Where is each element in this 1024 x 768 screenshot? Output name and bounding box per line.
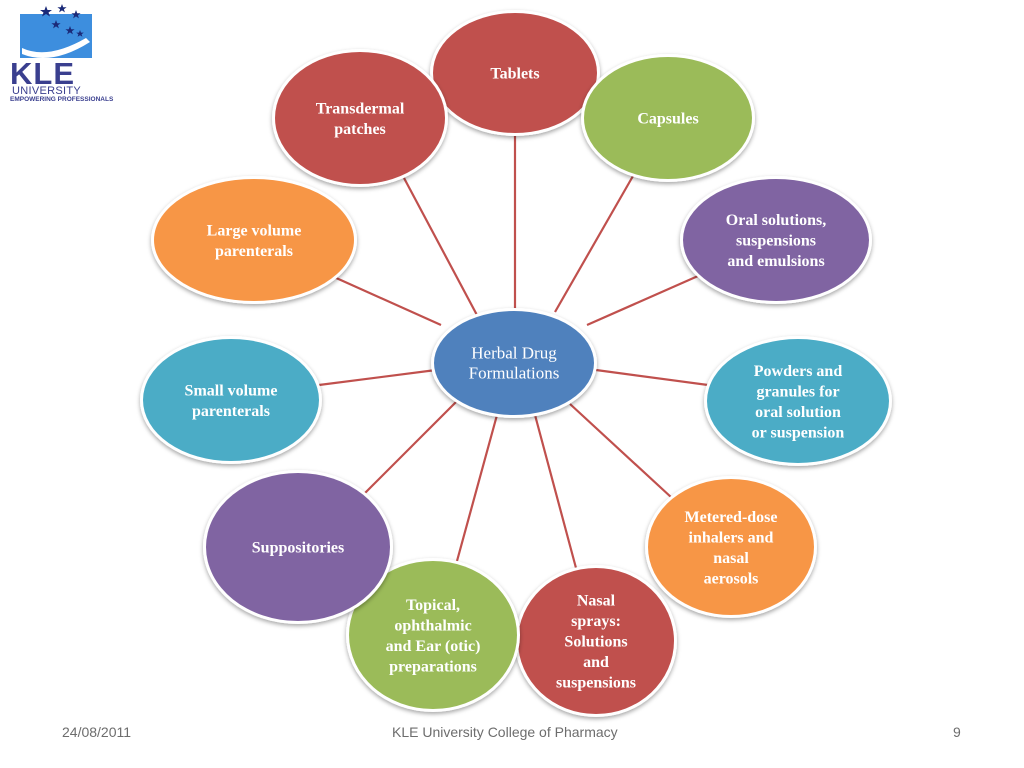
powders-ellipse — [707, 339, 889, 463]
node-topical: Topical, ophthalmic and Ear (otic) preparat… — [346, 558, 520, 712]
topical-label-line: preparations — [389, 658, 477, 675]
nasal-sprays-label-line: and — [583, 654, 609, 671]
page-number: 9 — [953, 724, 961, 740]
oral-solutions-label-line: and emulsions — [727, 253, 824, 270]
topical-label-line: ophthalmic — [394, 617, 471, 634]
capsules-ellipse — [584, 57, 752, 179]
capsules-label-line: Capsules — [637, 111, 698, 128]
oral-solutions-label-line: Oral solutions, — [726, 212, 826, 229]
powders-label-line: or suspension — [752, 424, 845, 441]
node-small-volume: Small volume parenterals — [140, 336, 322, 464]
footer-date: 24/08/2011 — [62, 724, 132, 740]
connector-capsules — [554, 175, 634, 313]
node-powders: Powders and granules for oral solution or s… — [704, 336, 892, 466]
inhalers-label-line: aerosols — [704, 570, 759, 587]
center-label-line: Formulations — [469, 364, 560, 383]
node-large-volume: Large volume parenterals — [151, 176, 357, 304]
footer-organization: KLE University College of Pharmacy — [392, 724, 618, 740]
center-ellipse — [434, 311, 594, 415]
connector-powders — [595, 368, 709, 387]
nasal-sprays-label-line: suspensions — [556, 675, 636, 692]
connector-nasal-sprays — [533, 414, 578, 569]
oral-solutions-label-line: suspensions — [736, 233, 816, 250]
node-inhalers: Metered-dose inhalers and nasal aerosols — [645, 476, 817, 618]
inhalers-label-line: Metered-dose — [685, 509, 778, 526]
inhalers-label-line: inhalers and — [689, 529, 774, 546]
logo-name: KLE — [10, 56, 75, 91]
small-volume-ellipse — [143, 339, 319, 461]
powders-label-line: granules for — [756, 383, 839, 400]
powders-label-line: oral solution — [755, 404, 841, 421]
transdermal-label-line: Transdermal — [316, 100, 405, 117]
connectors — [318, 133, 709, 569]
node-tablets: Tablets — [430, 10, 600, 136]
tablets-label-line: Tablets — [490, 66, 539, 83]
inhalers-label-line: nasal — [713, 550, 749, 567]
connector-large-volume — [333, 275, 442, 327]
nasal-sprays-label-line: sprays: — [571, 613, 621, 630]
node-transdermal: Transdermal patches — [272, 49, 448, 187]
tablets-ellipse — [433, 13, 597, 133]
small-volume-label-line: parenterals — [192, 403, 270, 420]
nasal-sprays-label-line: Nasal — [577, 593, 616, 610]
kle-logo — [8, 4, 108, 108]
topical-label-line: and Ear (otic) — [386, 638, 481, 655]
transdermal-label-line: patches — [334, 121, 386, 138]
connector-topical — [455, 414, 499, 562]
large-volume-ellipse — [154, 179, 354, 301]
inhalers-ellipse — [648, 479, 814, 615]
small-volume-label-line: Small volume — [185, 382, 278, 399]
node-capsules: Capsules — [581, 54, 755, 182]
connector-oral-solutions — [586, 274, 699, 327]
node-suppositories: Suppositories — [203, 470, 393, 624]
suppositories-ellipse — [206, 473, 390, 621]
connector-suppositories — [364, 400, 458, 494]
connector-transdermal — [403, 177, 479, 318]
node-oral-solutions: Oral solutions, suspensions and emulsions — [680, 176, 872, 304]
topical-label-line: Topical, — [406, 597, 460, 614]
node-nasal-sprays: Nasal sprays: Solutions and suspensions — [515, 565, 677, 717]
powders-label-line: Powders and — [754, 363, 843, 380]
nasal-sprays-label-line: Solutions — [564, 634, 627, 651]
logo-university: UNIVERSITY — [12, 85, 82, 97]
connector-inhalers — [569, 403, 673, 499]
transdermal-ellipse — [275, 52, 445, 184]
oral-solutions-ellipse — [683, 179, 869, 301]
large-volume-label-line: Large volume — [207, 222, 302, 239]
connector-small-volume — [318, 368, 437, 387]
suppositories-label-line: Suppositories — [252, 540, 344, 557]
topical-ellipse — [349, 561, 517, 709]
nasal-sprays-ellipse — [518, 568, 674, 714]
large-volume-label-line: parenterals — [215, 243, 293, 260]
center-label-line: Herbal Drug — [471, 344, 557, 363]
logo-emblem-icon — [20, 4, 92, 58]
logo-tagline: EMPOWERING PROFESSIONALS — [10, 96, 114, 103]
